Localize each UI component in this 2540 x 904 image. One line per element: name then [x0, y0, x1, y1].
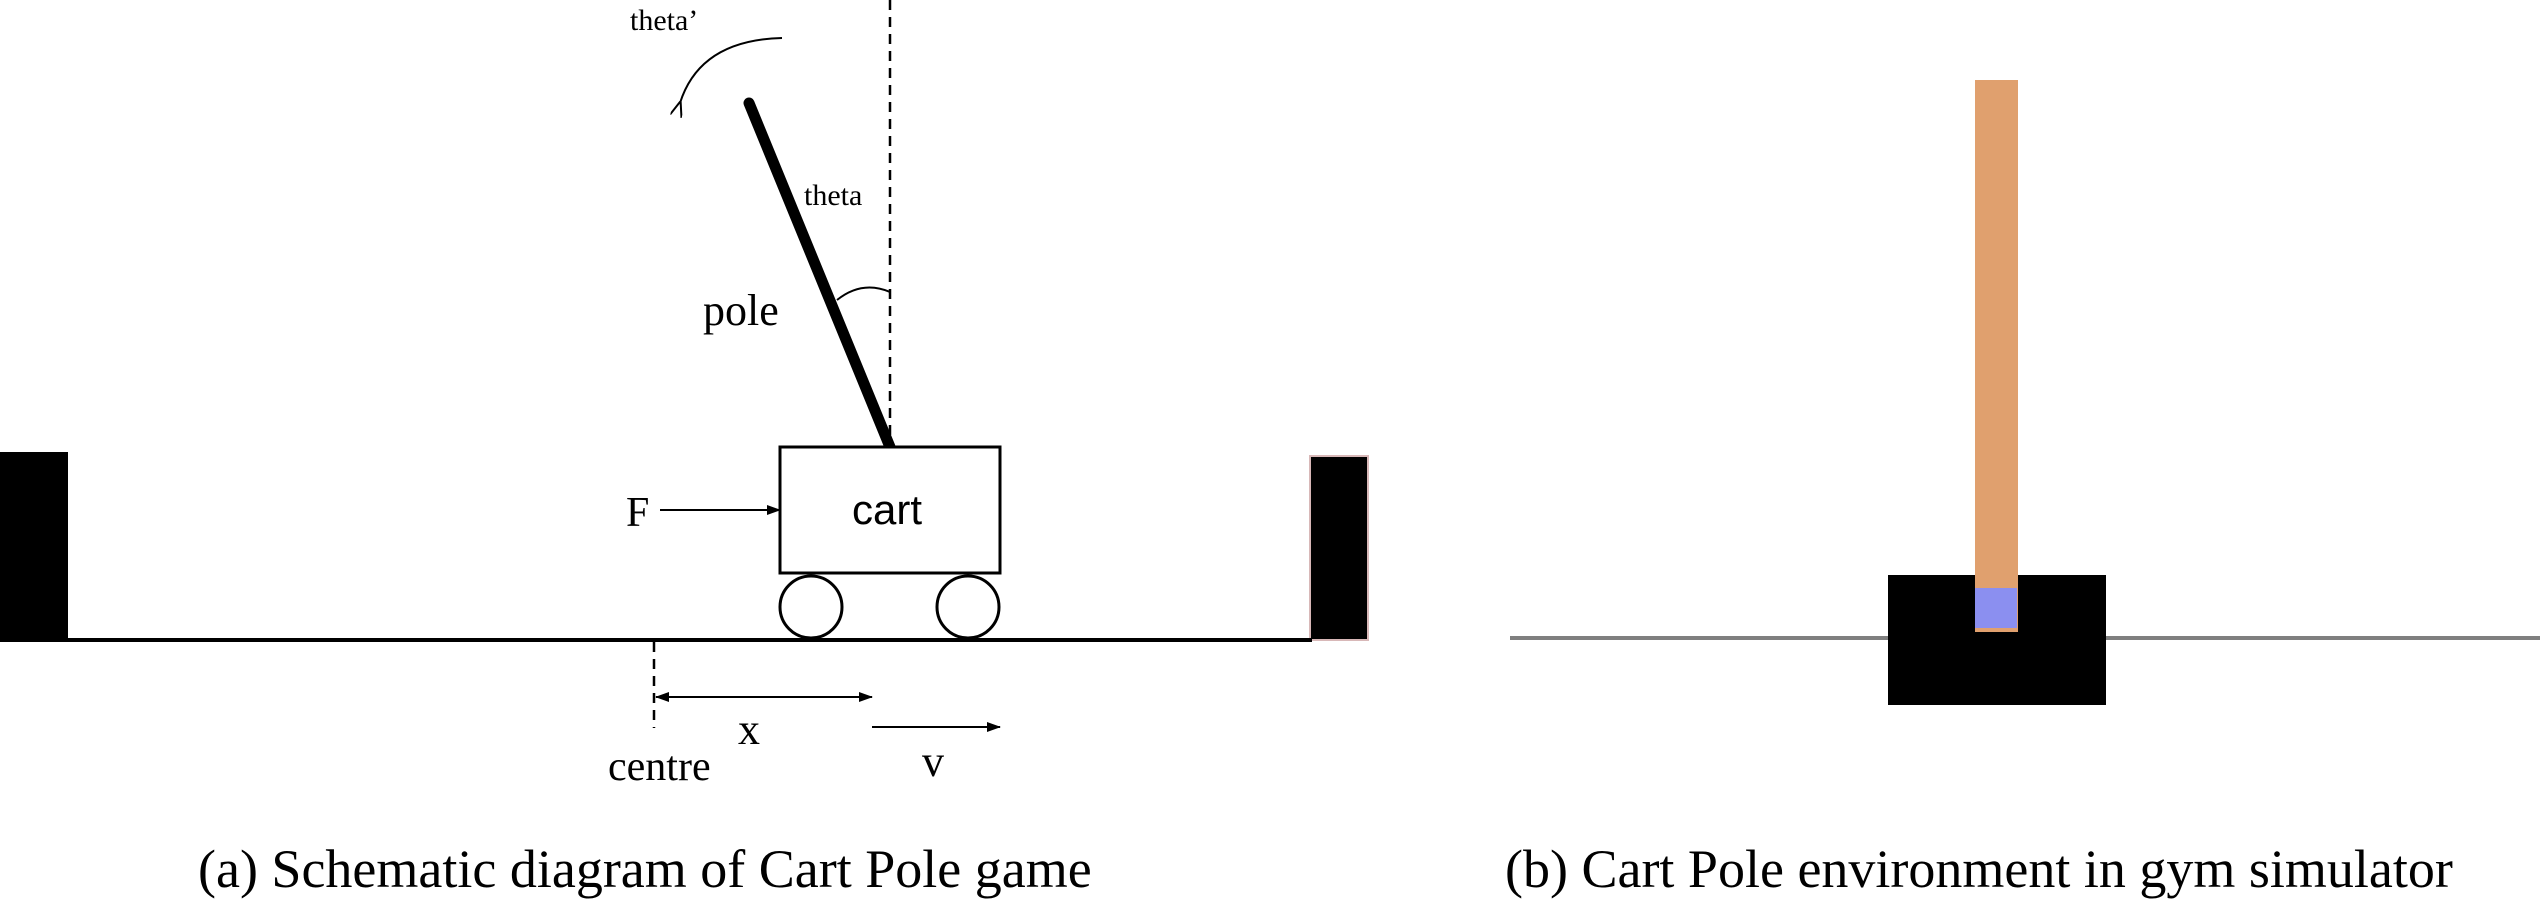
theta-dot-label: theta’ — [630, 4, 698, 37]
theta-label: theta — [804, 179, 862, 212]
gym-render: (b) Cart Pole environment in gym simulat… — [1505, 80, 2540, 899]
cart-body — [778, 445, 1002, 575]
schematic-diagram: theta’ theta pole cart F x centre v (a) … — [0, 0, 1369, 899]
cart-wheel-left — [778, 574, 844, 640]
left-wall — [0, 452, 68, 640]
position-label: x — [738, 705, 760, 754]
force-label: F — [626, 490, 649, 536]
caption-b: (b) Cart Pole environment in gym simulat… — [1505, 839, 2453, 899]
pole — [743, 97, 896, 453]
cart-wheel-right — [935, 574, 1001, 640]
centre-label: centre — [608, 744, 711, 790]
theta-dot-arrow — [680, 37, 783, 103]
gym-pole — [1975, 80, 2018, 632]
caption-a: (a) Schematic diagram of Cart Pole game — [198, 839, 1092, 899]
velocity-label: v — [922, 737, 944, 786]
right-wall — [1309, 455, 1369, 641]
pole-label: pole — [703, 286, 779, 335]
gym-axle — [1975, 588, 2017, 628]
cart-label: cart — [852, 486, 922, 533]
theta-angle-arc — [836, 286, 891, 301]
